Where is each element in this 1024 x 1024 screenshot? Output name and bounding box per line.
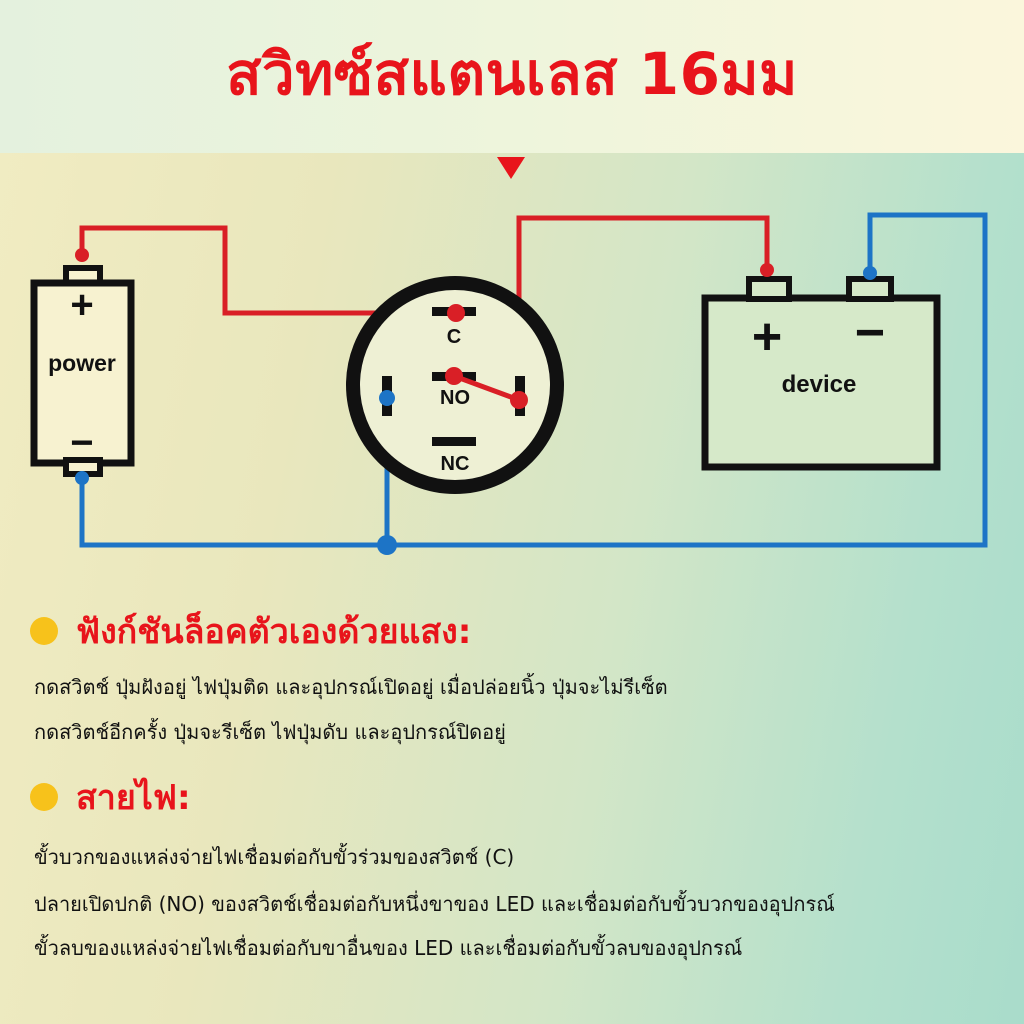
wire-power-positive [79,225,456,316]
page-title: สวิทซ์สแตนเลส 16มม [226,40,798,108]
section-wiring-title: สายไฟ: [76,778,191,818]
section-wiring-line: ขั้วบวกของแหล่งจ่ายไฟเชื่อมต่อกับขั้วร่ว… [34,845,515,869]
bullet-dot-icon [30,783,58,811]
dot-switch-no [445,367,463,385]
dot-device-positive [760,263,774,277]
dot-power-positive [75,248,89,262]
dot-led-negative [379,390,395,406]
device-label: device [782,371,857,398]
dot-device-negative [863,266,877,280]
section-self-lock-heading: ฟังก์ชันล็อคตัวเองด้วยแสง: [30,606,990,656]
device-minus-sign: − [855,304,885,362]
wire-power-negative [79,212,988,548]
section-wiring-line: ขั้วลบของแหล่งจ่ายไฟเชื่อมต่อกับขาอื่นขอ… [34,936,743,960]
switch-nc-label: NC [441,453,470,475]
wiring-diagram: + power − C NO NC + − device [30,212,988,555]
down-arrow-icon [497,157,525,179]
device-battery: + − device [701,276,941,471]
switch-c-label: C [447,326,461,348]
section-self-lock-line: กดสวิตช์ ปุ่มฝังอยู่ ไฟปุ่มติด และอุปกรณ… [34,675,668,699]
wire-no-to-led [453,373,520,403]
dot-power-negative [75,471,89,485]
junction-dots [75,248,877,555]
power-battery: + power − [30,265,135,477]
section-wiring-line: ปลายเปิดปกติ (NO) ของสวิตช์เชื่อมต่อกับห… [34,892,835,916]
header-banner: สวิทซ์สแตนเลส 16มม [0,0,1024,153]
dot-switch-c [447,304,465,322]
section-wiring-heading: สายไฟ: [30,772,990,822]
power-minus-sign: − [70,421,93,465]
device-plus-sign: + [752,308,782,366]
switch-no-label: NO [440,387,470,409]
section-self-lock-line: กดสวิตช์อีกครั้ง ปุ่มจะรีเซ็ต ไฟปุ่มดับ … [34,720,506,744]
bullet-dot-icon [30,617,58,645]
section-self-lock-title: ฟังก์ชันล็อคตัวเองด้วยแสง: [76,612,472,652]
power-label: power [48,350,116,376]
dot-led-positive [510,391,528,409]
dot-negative-junction [377,535,397,555]
power-plus-sign: + [70,283,93,327]
